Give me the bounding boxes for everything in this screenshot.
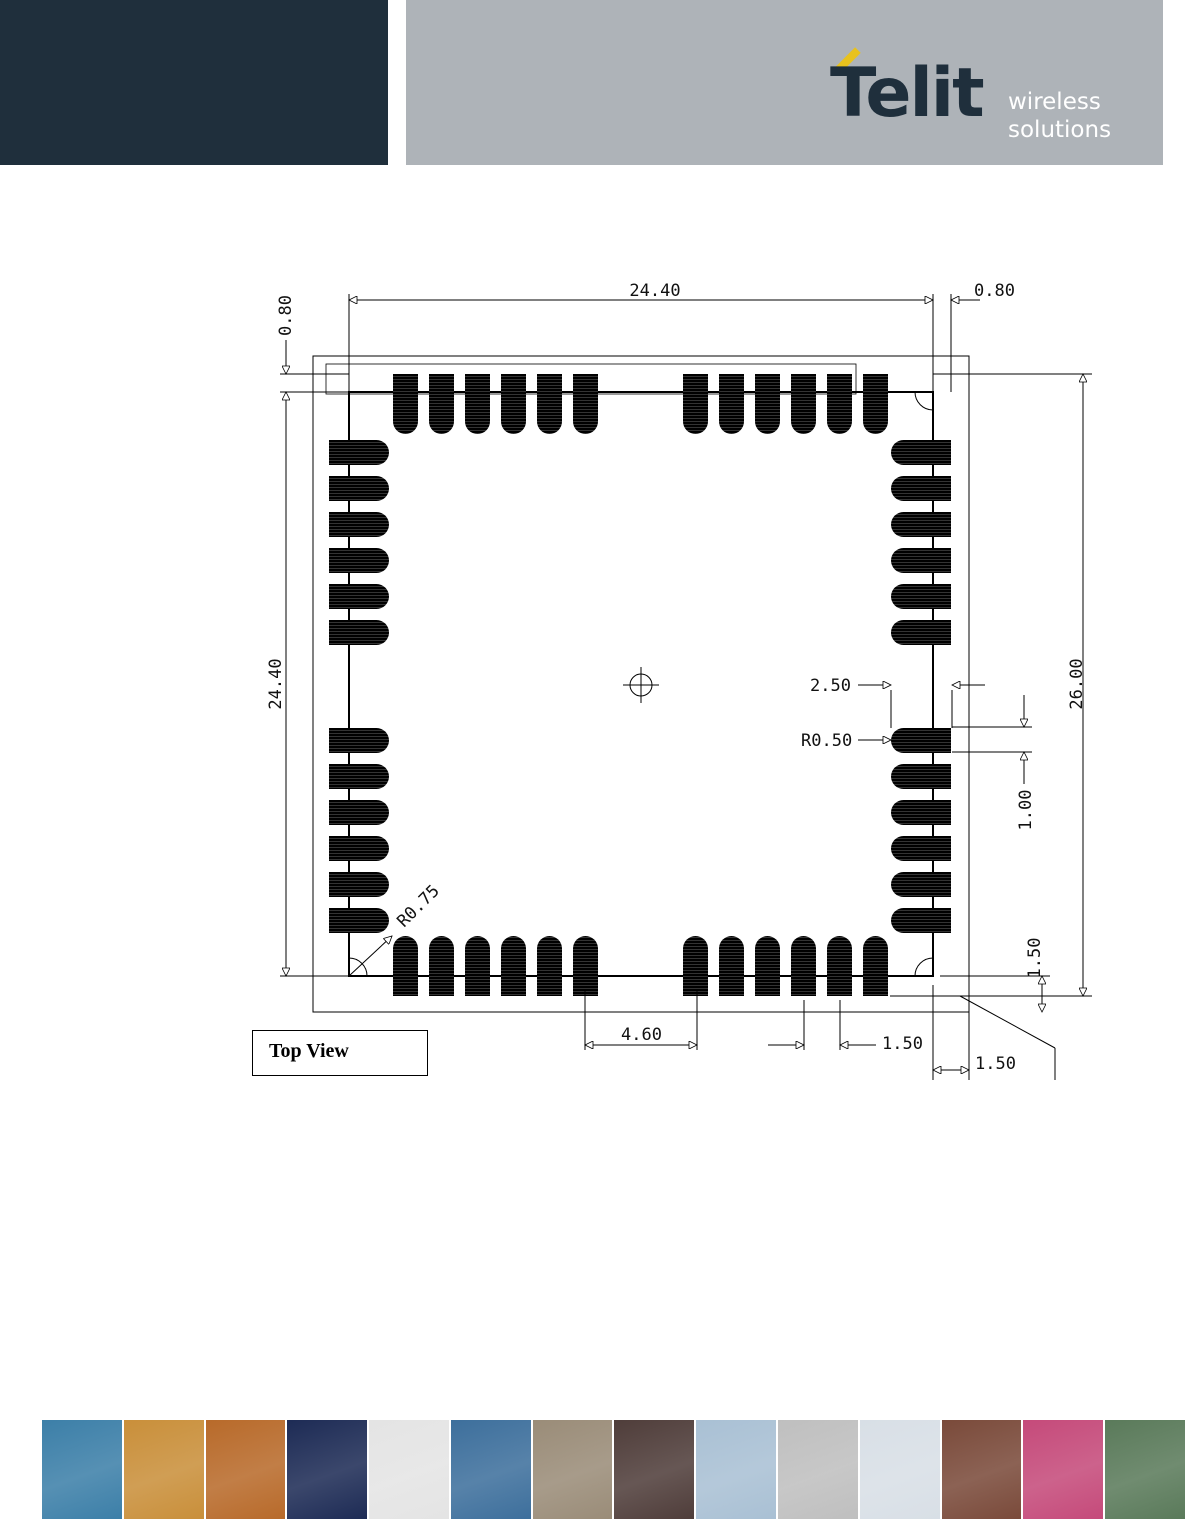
keyboard-icon (369, 1420, 451, 1519)
pad-top (863, 374, 888, 434)
dim-left-height: 24.40 (266, 658, 286, 709)
dim-top-right-offset: 0.80 (974, 281, 1015, 301)
pad-right (891, 836, 951, 861)
vending-machine-icon (614, 1420, 696, 1519)
dim-pad-pitch: 1.50 (882, 1034, 923, 1054)
pad-top (465, 374, 490, 434)
pad-bottom (863, 936, 888, 996)
dim-top-width: 24.40 (629, 281, 680, 301)
security-camera-icon (1105, 1420, 1187, 1519)
pad-bottom (429, 936, 454, 996)
pad-bottom (393, 936, 418, 996)
pad-left (329, 800, 389, 825)
container-train-icon (206, 1420, 288, 1519)
pad-left (329, 512, 389, 537)
pad-right (891, 620, 951, 645)
pad-top (537, 374, 562, 434)
view-label: Top View (269, 1040, 349, 1063)
subway-icon (942, 1420, 1024, 1519)
card-reader-icon (533, 1420, 615, 1519)
pad-left (329, 584, 389, 609)
dim-left-top-offset: 0.80 (276, 295, 296, 336)
corner-radius-arc (915, 958, 933, 976)
pad-bottom (465, 936, 490, 996)
pad-right (891, 872, 951, 897)
corner-radius-arc (915, 392, 933, 410)
pad-top (791, 374, 816, 434)
pad-left (329, 872, 389, 897)
pad-top (501, 374, 526, 434)
pad-right (891, 512, 951, 537)
dim-pad-length: 2.50 (810, 676, 851, 696)
pad-right (891, 584, 951, 609)
printing-press-icon (1023, 1420, 1105, 1519)
pad-bottom (573, 936, 598, 996)
pad-left (329, 764, 389, 789)
pad-top (573, 374, 598, 434)
pad-top (755, 374, 780, 434)
footer-photo-strip (42, 1420, 1187, 1519)
pad-bottom (501, 936, 526, 996)
pad-top (683, 374, 708, 434)
center-mark (623, 667, 659, 703)
pad-right (891, 440, 951, 465)
cyclist-icon (451, 1420, 533, 1519)
pad-top (429, 374, 454, 434)
pad-right (891, 728, 951, 753)
pad-bottom (791, 936, 816, 996)
pad-left (329, 728, 389, 753)
dim-right-height: 26.00 (1067, 658, 1087, 709)
utility-meter-icon (778, 1420, 860, 1519)
road-icon (42, 1420, 124, 1519)
dim-corner-offset: 1.50 (975, 1054, 1016, 1074)
pad-right (891, 908, 951, 933)
wind-turbine-icon (696, 1420, 778, 1519)
pad-left (329, 476, 389, 501)
pad-bottom (683, 936, 708, 996)
pad-bottom (755, 936, 780, 996)
pad-left (329, 548, 389, 573)
dim-pad-width: 1.00 (1016, 790, 1036, 831)
pad-left (329, 440, 389, 465)
digital-clock-icon (287, 1420, 369, 1519)
pad-right (891, 764, 951, 789)
pad-top (719, 374, 744, 434)
pad-right (891, 548, 951, 573)
dim-bottom-right-height: 1.50 (1025, 938, 1045, 979)
pad-right (891, 800, 951, 825)
pad-left (329, 620, 389, 645)
dim-group-span: 4.60 (621, 1025, 662, 1045)
pad-left (329, 836, 389, 861)
pad-bottom (537, 936, 562, 996)
roadside-phone-icon (124, 1420, 206, 1519)
view-label-box: Top View (252, 1030, 428, 1076)
window-icon (860, 1420, 942, 1519)
pad-top (393, 374, 418, 434)
pad-bottom (827, 936, 852, 996)
dim-pad-radius: R0.50 (801, 731, 852, 751)
pad-bottom (719, 936, 744, 996)
dim-corner-radius: R0.75 (393, 881, 443, 931)
pad-right (891, 476, 951, 501)
pad-top (827, 374, 852, 434)
pad-left (329, 908, 389, 933)
